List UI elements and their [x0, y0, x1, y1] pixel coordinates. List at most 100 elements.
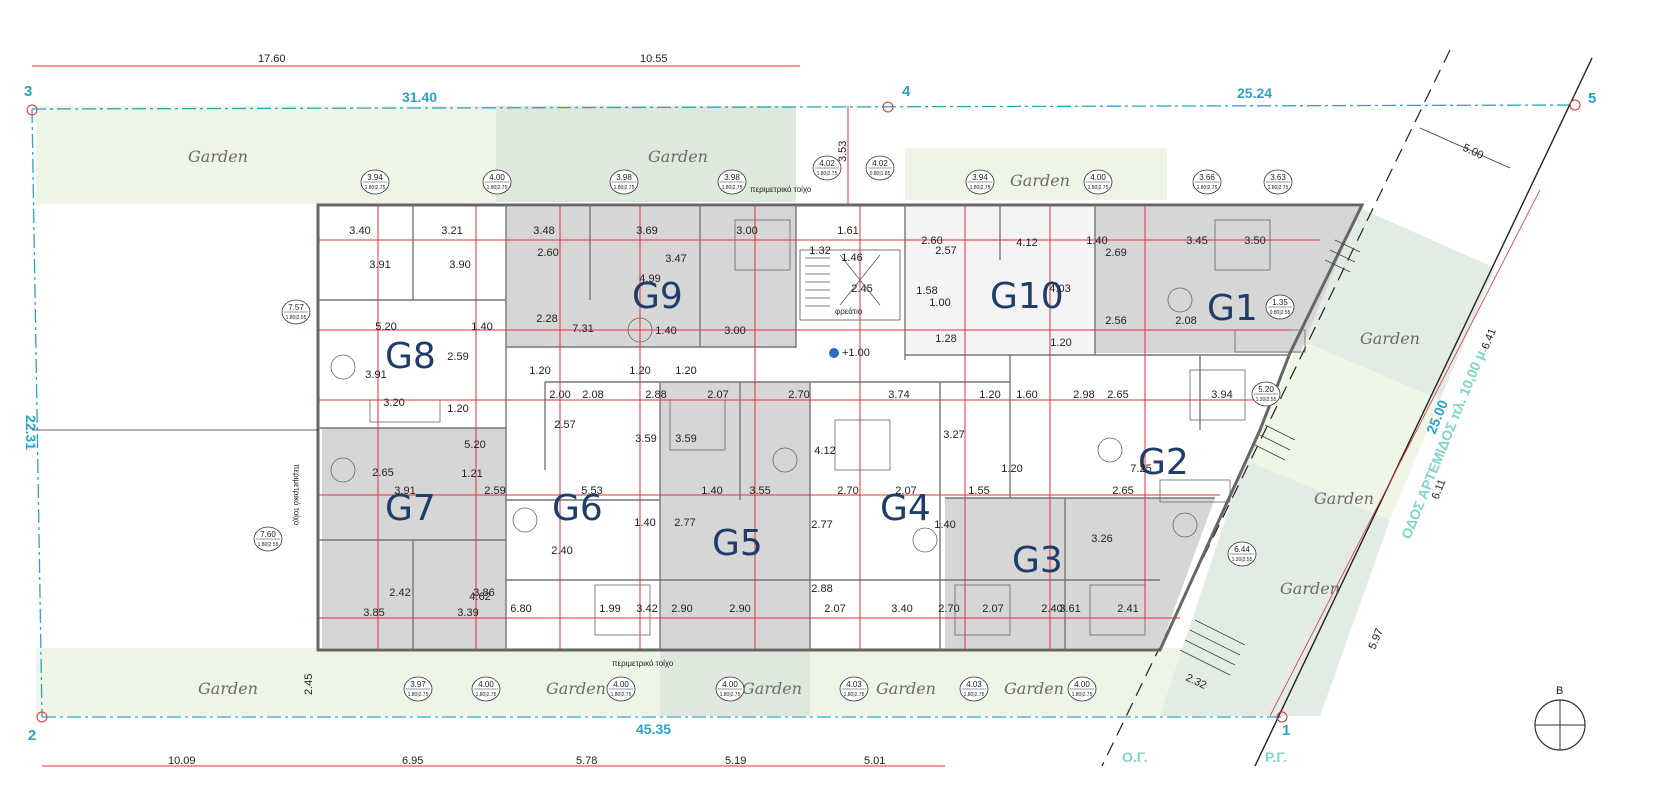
tree-tag-bottom: 1.80|2.75: [844, 692, 865, 698]
room-dim: 2.59: [447, 351, 468, 363]
tree-tag: 4.020.80|1.85: [865, 155, 895, 181]
tree-tag: 4.03 1.80|2.75: [959, 676, 989, 702]
garden-area-top-right: [905, 148, 1167, 200]
top-dim-1: 17.60: [258, 53, 286, 65]
tree-tag-top: 5.20: [1258, 385, 1274, 394]
site-boundary: [31, 104, 1573, 718]
tree-tag-bottom: 1.80|2.75: [1088, 185, 1109, 191]
perimeter-wall-note: περιμετρικό τοίχο: [612, 659, 674, 668]
side-dim: 5.00: [1461, 142, 1485, 162]
tree-tag-top: 4.03: [966, 680, 982, 689]
tree-tag-bottom: 1.80|2.75: [964, 692, 985, 698]
tree-tag-bottom: 1.80|2.55: [286, 315, 307, 321]
room-dim: 1.20: [675, 365, 696, 377]
room-dim: 2.07: [824, 603, 845, 615]
bed: [834, 419, 891, 471]
tree-tag: 4.001.80|2.75: [715, 676, 745, 702]
tree-tag-bottom: 1.30|2.55: [1232, 557, 1253, 563]
room-dim: 2.40: [1041, 603, 1062, 615]
room-dim: 4.12: [814, 445, 835, 457]
unit-label-g5: G5: [712, 523, 763, 564]
garden-area-right-1: [1300, 208, 1495, 400]
unit-label-g1: G1: [1207, 288, 1258, 329]
side-dim: 3.53: [837, 141, 849, 162]
tree-tag: 7.571.80|2.55: [281, 299, 311, 325]
room-dim: 3.91: [394, 485, 415, 497]
room-dim: 2.90: [729, 603, 750, 615]
room-dim: 2.00: [549, 389, 570, 401]
stair-step: [1259, 434, 1291, 451]
tree-tag: 3.981.80|2.75: [717, 169, 747, 195]
tree-tag-top: 4.00: [613, 680, 629, 689]
room-dim: 7.25: [1130, 463, 1151, 475]
unit-fill-g9: [506, 207, 796, 347]
perimeter-wall-note: περιμετρικό τοίχο: [750, 185, 812, 194]
room-dim: 1.58: [916, 285, 937, 297]
grid-numbers: 3 4 5 2 1: [24, 83, 1596, 744]
tree-tag: 3.661.80|2.75: [1192, 169, 1222, 195]
tree-tag-bottom: 1.80|2.75: [1072, 692, 1093, 698]
tree-tag: 4.001.80|2.75: [606, 676, 636, 702]
side-dim: 5.97: [1367, 627, 1386, 651]
tree-tag-top: 4.00: [489, 173, 505, 182]
garden-label: Garden: [1010, 171, 1070, 190]
tree-tag: 7.601.80|2.55: [253, 526, 283, 552]
room-dim: 4.03: [1049, 283, 1070, 295]
grid-point-1-marker: [1276, 711, 1288, 723]
side-dim: 2.45: [303, 674, 315, 695]
tree-tag-bottom: 1.80|2.75: [487, 185, 508, 191]
unit-label-g3: G3: [1012, 540, 1063, 581]
bottom-dim-5: 5.01: [864, 755, 885, 767]
street-line-rg: [1254, 57, 1593, 767]
tree-tag-bottom: 1.80|2.75: [970, 185, 991, 191]
room-dim: 3.00: [724, 325, 745, 337]
room-dim: 3.90: [449, 259, 470, 271]
room-dim: 1.46: [841, 252, 862, 264]
sofa: [369, 399, 441, 423]
level-mark-icon: [829, 348, 839, 358]
bed: [734, 219, 791, 271]
room-dim: 3.59: [635, 433, 656, 445]
street-setback: [1419, 127, 1511, 169]
bottom-dim-2: 6.95: [402, 755, 423, 767]
room-dim: 3.74: [888, 389, 909, 401]
garden-area-top-left: [36, 106, 496, 204]
room-dim: 3.86: [473, 587, 494, 599]
stair-step: [1189, 629, 1241, 656]
building-outline: [316, 203, 1365, 652]
stair-step: [1194, 619, 1246, 646]
room-dim: 3.50: [1244, 235, 1265, 247]
garden-area-right-2: [1245, 340, 1440, 520]
room-dim: 2.28: [536, 313, 557, 325]
room-dim: 7.31: [572, 323, 593, 335]
tree-tag: 5.20 1.30|2.55: [1251, 381, 1281, 407]
room-dim: 2.88: [645, 389, 666, 401]
north-label: Β: [1556, 685, 1563, 697]
tree-tag-bottom: 1.80|2.75: [722, 185, 743, 191]
unit-label-g6: G6: [552, 488, 603, 529]
tree-tag-top: 4.00: [722, 680, 738, 689]
garden-label: Garden: [648, 147, 708, 166]
unit-fill-g7: [322, 428, 506, 648]
room-dim: 4.99: [639, 273, 660, 285]
tree-tag: 3.941.80|2.75: [360, 169, 390, 195]
garden-label: Garden: [1004, 679, 1064, 698]
tree-tag-bottom: 1.30|2.55: [1256, 397, 1277, 403]
boundary-left: [31, 108, 43, 718]
room-dim: 1.99: [599, 603, 620, 615]
room-dim: 1.28: [935, 333, 956, 345]
grid-point-2: 2: [28, 727, 36, 744]
room-dim: 2.57: [554, 419, 575, 431]
tree-tag-top: 6.44: [1234, 545, 1250, 554]
room-dim: 2.65: [1112, 485, 1133, 497]
grid-point-4-marker: [882, 101, 894, 113]
stair-step: [1184, 639, 1236, 666]
tree-tag: 1.350.80|2.55: [1265, 294, 1295, 320]
room-dim: 3.42: [636, 603, 657, 615]
room-dim: 3.47: [665, 253, 686, 265]
garden-labels: Garden Garden Garden Garden Garden Garde…: [188, 147, 1420, 698]
furniture: [330, 219, 1306, 636]
tree-tag: 3.981.80|2.75: [609, 169, 639, 195]
plan-notes: +1.00 περιμετρικό τοίχο περιμετρικό τοίχ…: [292, 185, 870, 668]
